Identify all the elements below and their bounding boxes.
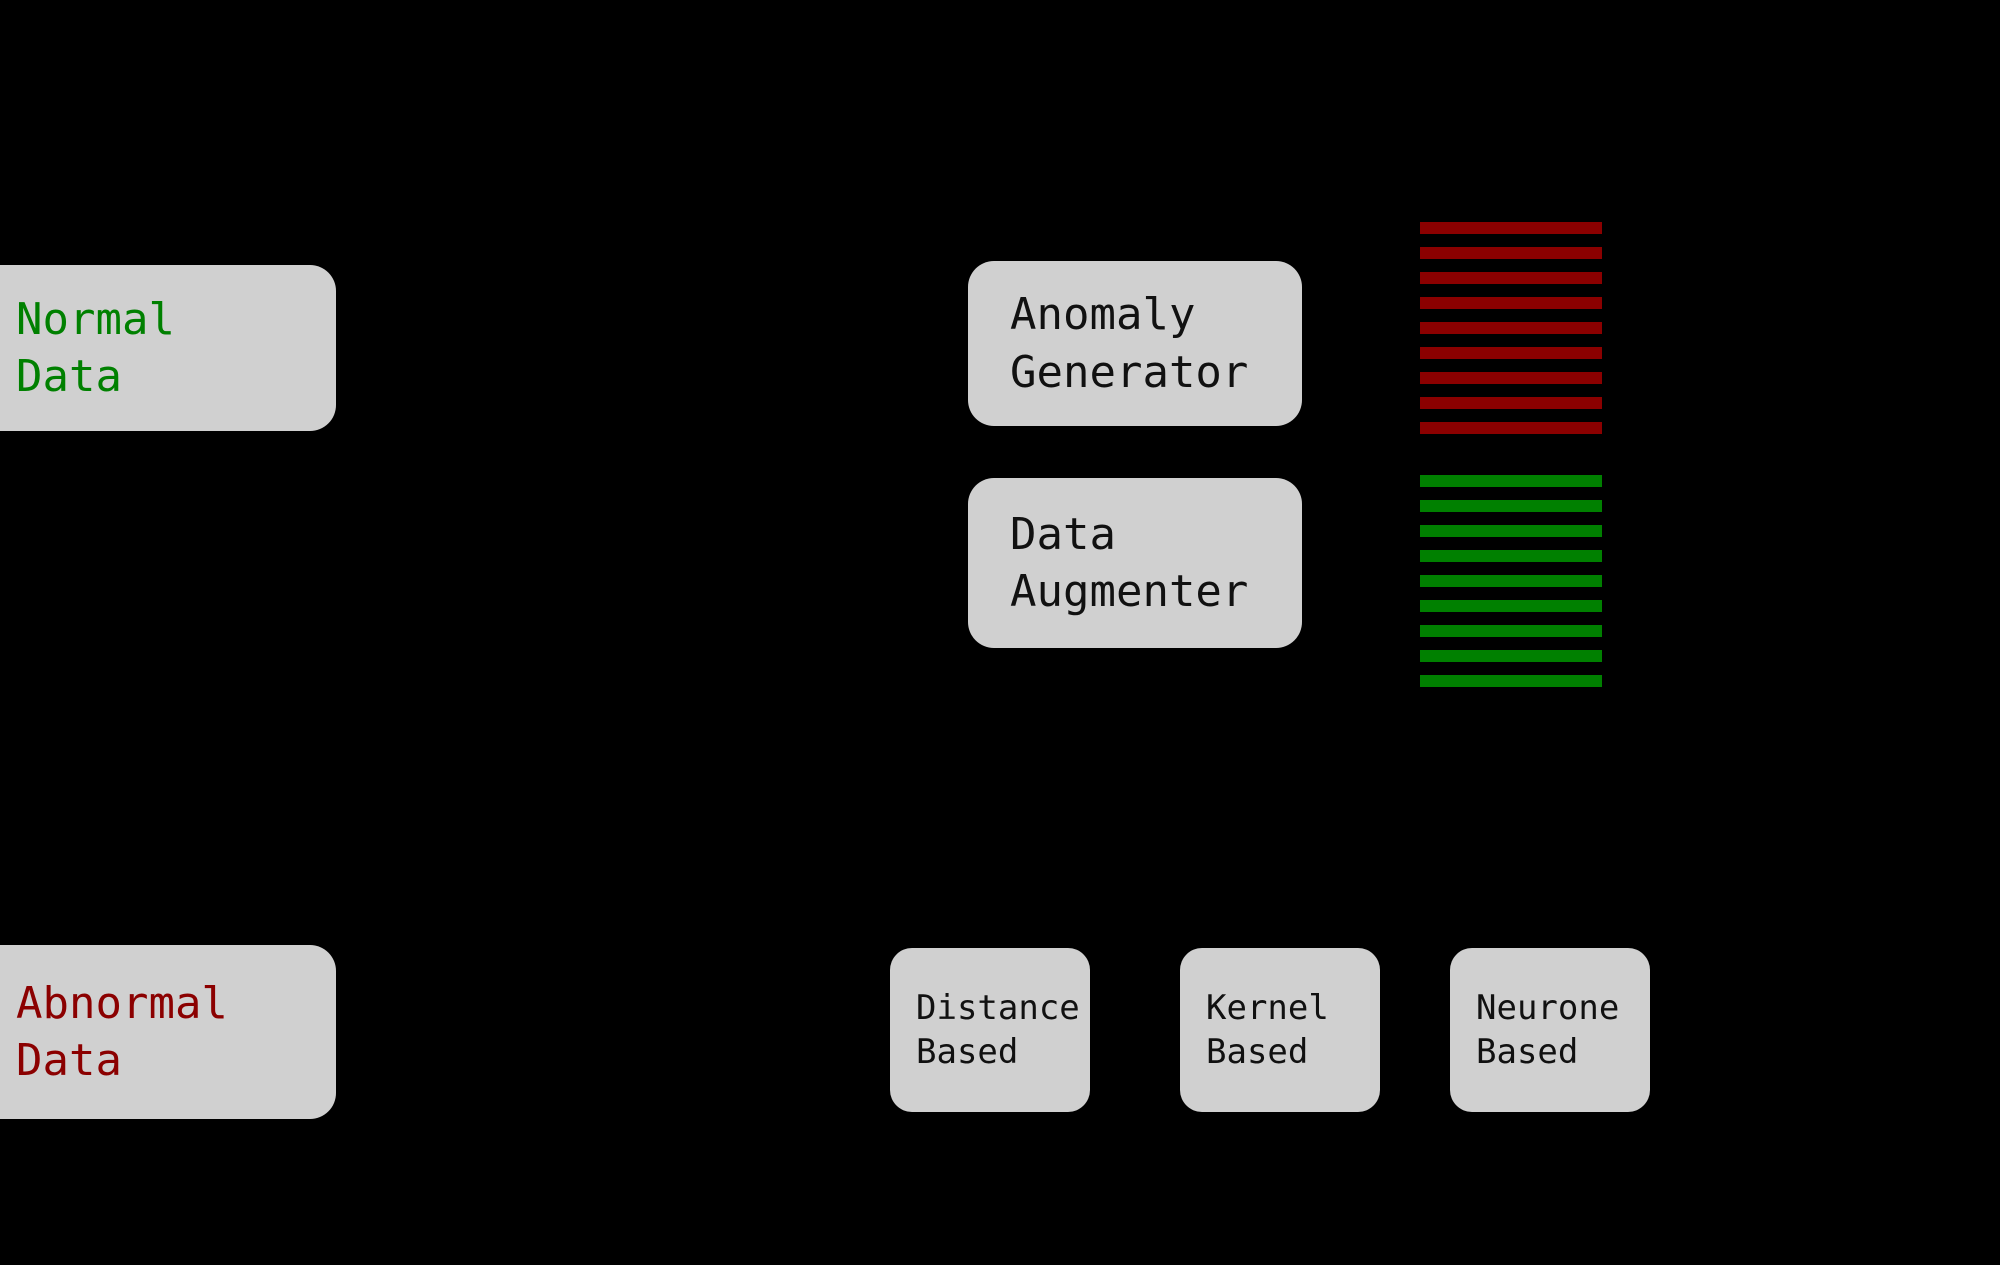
sample-stripe-stack xyxy=(1420,222,1602,687)
stripe-anomalous xyxy=(1420,247,1602,259)
stripe-anomalous xyxy=(1420,372,1602,384)
stripe-anomalous xyxy=(1420,397,1602,409)
node-normal-data[interactable]: Normal Data xyxy=(0,265,336,431)
node-distance-based-line2: Based xyxy=(916,1032,1019,1072)
node-neurone-based[interactable]: Neurone Based xyxy=(1450,948,1650,1112)
node-data-augmenter[interactable]: Data Augmenter xyxy=(968,478,1302,648)
node-data-augmenter-line1: Data xyxy=(1010,508,1116,560)
node-neurone-based-line1: Neurone xyxy=(1476,987,1620,1028)
node-distance-based-line1: Distance xyxy=(916,987,1080,1028)
stripe-anomalous xyxy=(1420,222,1602,234)
node-distance-based[interactable]: Distance Based xyxy=(890,948,1090,1112)
stripe-normal xyxy=(1420,525,1602,537)
stripe-normal xyxy=(1420,475,1602,487)
stripe-normal xyxy=(1420,575,1602,587)
stripe-anomalous xyxy=(1420,297,1602,309)
node-neurone-based-line2: Based xyxy=(1476,1032,1579,1072)
node-anomaly-generator[interactable]: Anomaly Generator xyxy=(968,261,1302,426)
node-data-augmenter-line2: Augmenter xyxy=(1010,566,1249,617)
node-normal-data-line2: Data xyxy=(16,351,122,402)
stripe-normal xyxy=(1420,675,1602,687)
node-anomaly-generator-line1: Anomaly xyxy=(1010,289,1196,341)
node-kernel-based-line1: Kernel xyxy=(1206,987,1329,1028)
stripe-normal xyxy=(1420,600,1602,612)
node-kernel-based[interactable]: Kernel Based xyxy=(1180,948,1380,1112)
stripe-anomalous xyxy=(1420,322,1602,334)
stripe-normal xyxy=(1420,550,1602,562)
stripe-anomalous xyxy=(1420,272,1602,284)
node-anomaly-generator-line2: Generator xyxy=(1010,346,1249,398)
stripe-anomalous xyxy=(1420,347,1602,359)
node-abnormal-data[interactable]: Abnormal Data xyxy=(0,945,336,1119)
node-abnormal-data-line2: Data xyxy=(16,1035,122,1086)
stripe-normal xyxy=(1420,625,1602,637)
stripe-anomalous xyxy=(1420,422,1602,434)
stripe-normal xyxy=(1420,500,1602,512)
stripe-normal xyxy=(1420,650,1602,662)
node-kernel-based-line2: Based xyxy=(1206,1032,1309,1072)
node-normal-data-line1: Normal xyxy=(16,293,175,345)
node-abnormal-data-line1: Abnormal xyxy=(16,977,228,1029)
